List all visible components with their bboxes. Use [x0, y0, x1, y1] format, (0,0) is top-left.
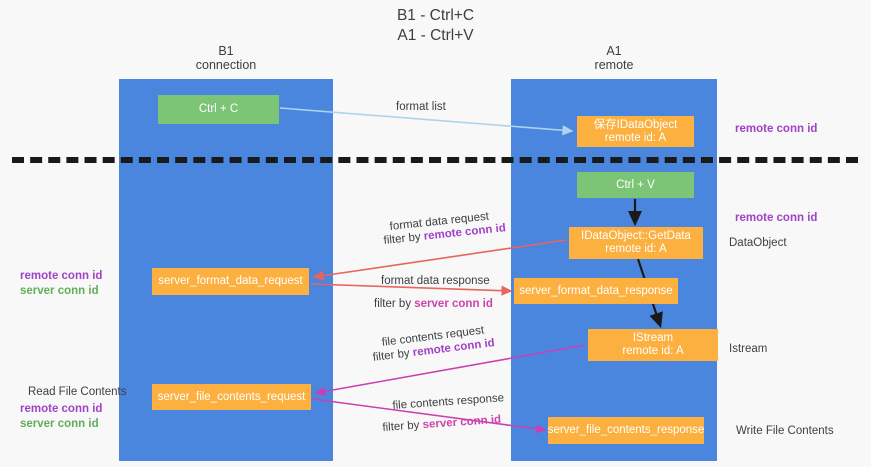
- node-idataobject-getdata[interactable]: IDataObject::GetData remote id: A: [569, 227, 703, 259]
- node-save-idataobject[interactable]: 保存IDataObject remote id: A: [577, 116, 694, 147]
- annotation-remote-conn-id-mid: remote conn id: [735, 212, 818, 224]
- node-istream[interactable]: IStream remote id: A: [588, 329, 718, 361]
- caption-key-server-conn-id-2: server conn id: [422, 413, 502, 432]
- annotation-left-server-conn-id: server conn id: [20, 285, 99, 297]
- swimlane-header-b1-role: connection: [195, 58, 257, 72]
- phase-divider: [12, 157, 858, 163]
- annotation-conn-ids-top: remote conn id server conn id: [20, 269, 102, 299]
- annotation-read-file-contents: Read File Contents: [28, 386, 127, 398]
- node-ctrl-c[interactable]: Ctrl + C: [158, 95, 279, 124]
- title-line-1: B1 - Ctrl+C: [396, 7, 475, 24]
- node-server-file-contents-response-label: server_file_contents_response: [547, 424, 705, 436]
- annotation-dataobject: DataObject: [729, 237, 787, 249]
- annotation-left-remote-conn-id-2: remote conn id: [20, 403, 103, 415]
- swimlane-header-a1: A1 remote: [531, 44, 697, 72]
- node-ctrl-v-label: Ctrl + V: [616, 178, 655, 191]
- annotation-remote-conn-id-top: remote conn id: [735, 123, 818, 135]
- swimlane-header-b1-name: B1: [218, 44, 234, 58]
- annotation-left-server-conn-id-2: server conn id: [20, 418, 99, 430]
- node-server-format-data-response-label: server_format_data_response: [519, 284, 673, 297]
- caption-filter-prefix-2: filter by: [374, 298, 415, 310]
- title-line-2: A1 - Ctrl+V: [397, 27, 474, 44]
- node-ctrl-c-label: Ctrl + C: [198, 103, 239, 115]
- node-save-idataobject-label: 保存IDataObject: [593, 118, 678, 131]
- node-server-file-contents-response[interactable]: server_file_contents_response: [548, 417, 704, 444]
- caption-file-contents-response: file contents response: [392, 392, 505, 412]
- node-server-format-data-request-label: server_format_data_request: [158, 275, 303, 287]
- caption-format-data-response: format data response: [381, 275, 490, 287]
- node-idataobject-getdata-label: IDataObject::GetData: [581, 230, 691, 242]
- caption-format-list: format list: [396, 101, 446, 113]
- caption-filter-prefix-4: filter by: [382, 419, 424, 434]
- node-server-format-data-response[interactable]: server_format_data_response: [514, 278, 678, 304]
- caption-format-data-response-filter: filter by server conn id: [374, 297, 493, 311]
- caption-file-contents-response-filter: filter by server conn id: [382, 413, 502, 435]
- node-server-file-contents-request[interactable]: server_file_contents_request: [152, 384, 311, 410]
- caption-filter-prefix-1: filter by: [383, 230, 425, 247]
- annotation-write-file-contents: Write File Contents: [736, 425, 834, 437]
- annotation-conn-ids-bottom: remote conn id server conn id: [20, 402, 102, 432]
- swimlane-header-a1-name: A1: [606, 44, 622, 58]
- swimlane-header-b1: B1 connection: [139, 44, 313, 72]
- node-istream-sub: remote id: A: [622, 345, 684, 357]
- node-server-format-data-request[interactable]: server_format_data_request: [152, 268, 309, 295]
- page-title: B1 - Ctrl+C A1 - Ctrl+V: [0, 6, 871, 46]
- node-ctrl-v[interactable]: Ctrl + V: [577, 172, 694, 198]
- caption-filter-prefix-3: filter by: [372, 347, 414, 364]
- node-idataobject-getdata-sub: remote id: A: [605, 243, 667, 255]
- caption-key-server-conn-id-1: server conn id: [414, 298, 493, 310]
- node-save-idataobject-sub: remote id: A: [604, 131, 667, 144]
- node-istream-label: IStream: [632, 332, 674, 344]
- annotation-istream: Istream: [729, 343, 768, 355]
- annotation-left-remote-conn-id: remote conn id: [20, 270, 103, 282]
- swimlane-header-a1-role: remote: [594, 58, 634, 72]
- node-server-file-contents-request-label: server_file_contents_request: [157, 390, 306, 403]
